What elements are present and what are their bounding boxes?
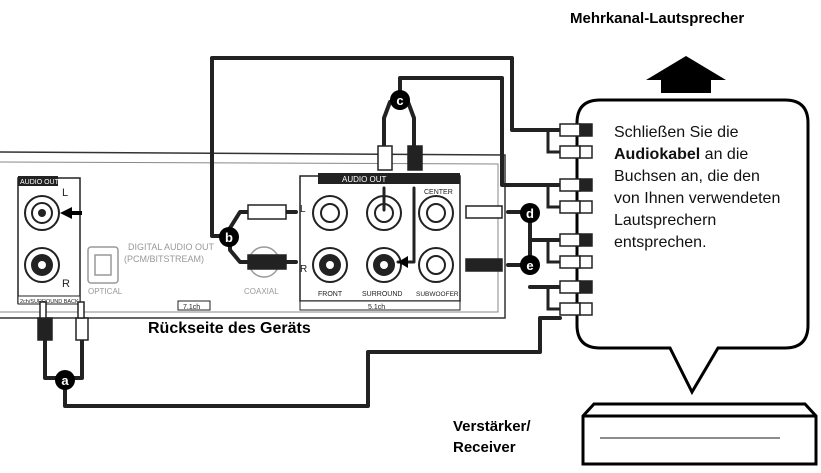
marker-e: e xyxy=(520,255,540,275)
subwoofer-label: SUBWOOFER xyxy=(416,291,459,298)
ch71-label: 7.1ch xyxy=(183,304,200,311)
ch51-label: 5.1ch xyxy=(368,304,385,311)
amp-plug-brackets xyxy=(546,128,560,311)
svg-text:c: c xyxy=(396,93,403,108)
digital-audio-out-label-2: (PCM/BITSTREAM) xyxy=(124,254,204,264)
audio-out-left-label: AUDIO OUT xyxy=(20,179,60,186)
speech-bubble xyxy=(575,98,810,396)
marker-b: b xyxy=(219,227,239,247)
audio-out-51-section: AUDIO OUT CENTER FRONT SURROUND SUBWOOFE… xyxy=(299,173,461,311)
left-r-label: R xyxy=(62,278,70,290)
coaxial-label: COAXIAL xyxy=(244,287,279,296)
svg-text:b: b xyxy=(225,230,233,245)
jack-arrows xyxy=(60,207,408,268)
marker-c: c xyxy=(390,90,410,110)
amplifier-title-line-1: Verstärker/ xyxy=(453,418,531,435)
cables xyxy=(43,56,562,408)
device-back-title: Rückseite des Geräts xyxy=(148,320,311,337)
bubble-text-bold: Audiokabel xyxy=(614,146,701,163)
surround-label: SURROUND xyxy=(362,291,402,298)
audio-out-left-section: AUDIO OUT L R 2ch/SURROUND BACK xyxy=(17,176,81,305)
digital-audio-out-label-1: DIGITAL AUDIO OUT xyxy=(128,242,215,252)
svg-text:d: d xyxy=(526,206,534,221)
up-arrow-icon xyxy=(646,56,726,93)
bubble-text-part-1: Schließen Sie die xyxy=(614,124,739,141)
amplifier-title-line-2: Receiver xyxy=(453,439,516,456)
svg-text:e: e xyxy=(526,258,533,273)
front-label: FRONT xyxy=(318,291,343,298)
bubble-text-part-2: an die Buchsen an, die den von Ihnen ver… xyxy=(614,146,781,251)
audio-out-right-label: AUDIO OUT xyxy=(342,175,387,184)
optical-label: OPTICAL xyxy=(88,287,123,296)
plugs xyxy=(37,145,503,341)
bubble-instruction-text: Schließen Sie die Audiokabel an die Buch… xyxy=(614,122,789,254)
center-label: CENTER xyxy=(424,189,453,196)
left-l-label: L xyxy=(62,187,68,199)
svg-text:a: a xyxy=(61,373,69,388)
amplifier-title: Verstärker/ Receiver xyxy=(453,416,531,458)
marker-a: a xyxy=(55,370,75,390)
plug-r-label: R xyxy=(300,264,307,275)
speakers-title: Mehrkanal-Lautsprecher xyxy=(570,10,745,27)
plug-l-label: L xyxy=(300,204,306,215)
surround-back-label: 2ch/SURROUND BACK xyxy=(20,299,79,305)
marker-d: d xyxy=(520,203,540,223)
amplifier-receiver-icon xyxy=(581,402,818,466)
